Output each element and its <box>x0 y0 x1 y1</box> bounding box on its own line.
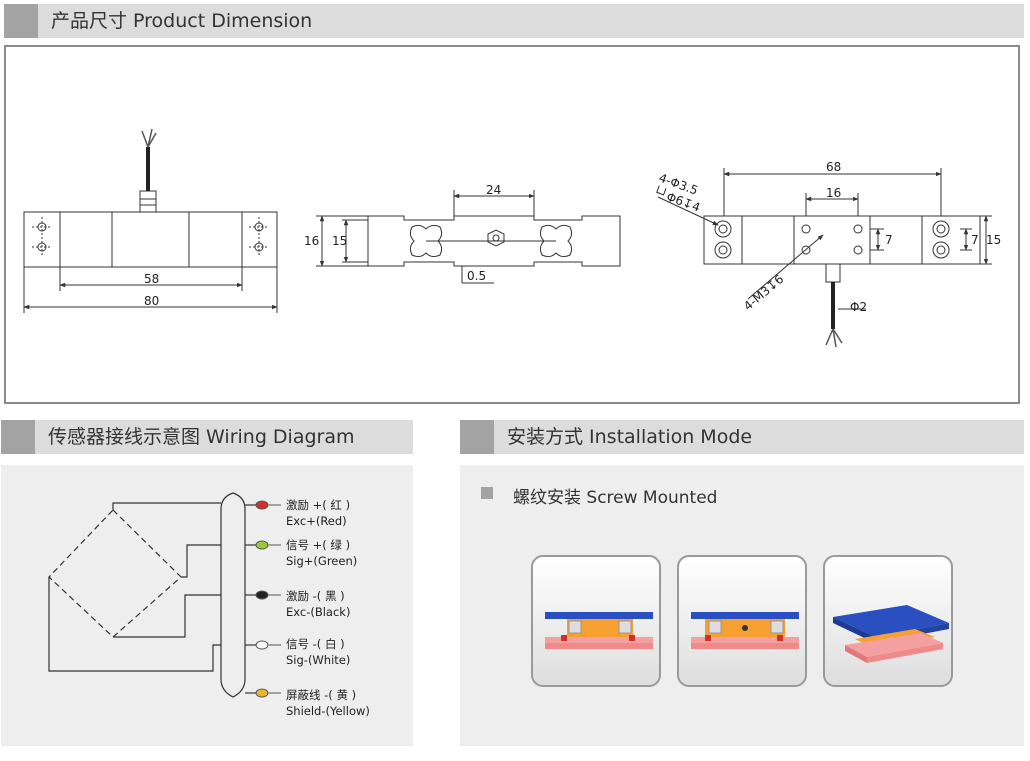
bottom-view <box>657 168 992 348</box>
wire-label-exc-minus: 激励 -( 黑 ) Exc-(Black) <box>286 588 350 620</box>
mount-image-side-1 <box>531 555 661 687</box>
mount-image-perspective <box>823 555 953 687</box>
header-square-icon <box>4 4 38 38</box>
dim-0.5: 0.5 <box>467 269 486 283</box>
wire-label-cn: 激励 +( 红 ) <box>286 498 351 512</box>
dim-7-outer: 7 <box>971 233 979 247</box>
mount-illustration-2 <box>691 612 799 649</box>
wire-label-exc-plus: 激励 +( 红 ) Exc+(Red) <box>286 497 350 529</box>
side-view <box>316 190 621 284</box>
wire-label-shield: 屏蔽线 -( 黄 ) Shield-(Yellow) <box>286 687 370 719</box>
mount-illustration-1 <box>545 612 653 649</box>
dim-cable-diameter: Φ2 <box>850 300 867 314</box>
dim-24: 24 <box>486 183 501 197</box>
wiring-diagram-header: 传感器接线示意图 Wiring Diagram <box>1 420 413 454</box>
wire-label-cn: 屏蔽线 -( 黄 ) <box>286 688 357 702</box>
top-view <box>23 128 278 313</box>
installation-panel: 螺纹安装 Screw Mounted <box>460 465 1024 746</box>
dimension-drawing-svg: 58 80 24 16 15 0.5 <box>23 128 1001 348</box>
dim-68: 68 <box>826 160 841 174</box>
header-square-icon <box>1 420 35 454</box>
wiring-diagram-svg <box>48 492 281 698</box>
product-dimension-header: 产品尺寸 Product Dimension <box>4 4 1024 38</box>
wire-label-en: Exc+(Red) <box>286 514 347 528</box>
wire-terminal-green <box>255 540 281 550</box>
dim-thread-spec: 4-M3↧6 <box>741 272 787 313</box>
dim-16-height: 16 <box>304 234 319 248</box>
dimension-drawing: 58 80 24 16 15 0.5 <box>4 45 1020 404</box>
installation-title: 安装方式 Installation Mode <box>507 426 753 448</box>
product-dimension-title: 产品尺寸 Product Dimension <box>51 10 313 32</box>
wire-label-sig-minus: 信号 -( 白 ) Sig-(White) <box>286 636 350 668</box>
screw-mounted-subtitle: 螺纹安装 Screw Mounted <box>481 483 717 508</box>
wire-label-cn: 信号 -( 白 ) <box>286 637 345 651</box>
wiring-diagram-title: 传感器接线示意图 Wiring Diagram <box>48 426 355 448</box>
screw-mounted-label: 螺纹安装 Screw Mounted <box>513 488 718 508</box>
wire-terminal-yellow <box>255 688 281 698</box>
bullet-square-icon <box>481 487 493 499</box>
mount-image-side-2 <box>677 555 807 687</box>
wire-label-cn: 信号 +( 绿 ) <box>286 538 351 552</box>
wire-label-en: Shield-(Yellow) <box>286 704 370 718</box>
wire-label-cn: 激励 -( 黑 ) <box>286 589 345 603</box>
wire-terminal-red <box>255 500 281 510</box>
wire-label-sig-plus: 信号 +( 绿 ) Sig+(Green) <box>286 537 357 569</box>
wire-label-en: Sig-(White) <box>286 653 351 667</box>
wire-label-en: Sig+(Green) <box>286 554 358 568</box>
header-square-icon <box>460 420 494 454</box>
mount-illustration-3 <box>833 605 949 663</box>
wiring-diagram-panel: 激励 +( 红 ) Exc+(Red) 信号 +( 绿 ) Sig+(Green… <box>1 465 413 746</box>
dim-7-inner: 7 <box>885 233 893 247</box>
dim-58: 58 <box>144 272 159 286</box>
dim-15-right: 15 <box>986 233 1001 247</box>
wire-label-en: Exc-(Black) <box>286 605 351 619</box>
dim-16-right: 16 <box>826 186 841 200</box>
wire-terminal-black <box>255 590 281 600</box>
wire-terminal-white <box>255 640 281 650</box>
installation-header: 安装方式 Installation Mode <box>460 420 1024 454</box>
dim-80: 80 <box>144 294 159 308</box>
dim-15-height: 15 <box>332 234 347 248</box>
